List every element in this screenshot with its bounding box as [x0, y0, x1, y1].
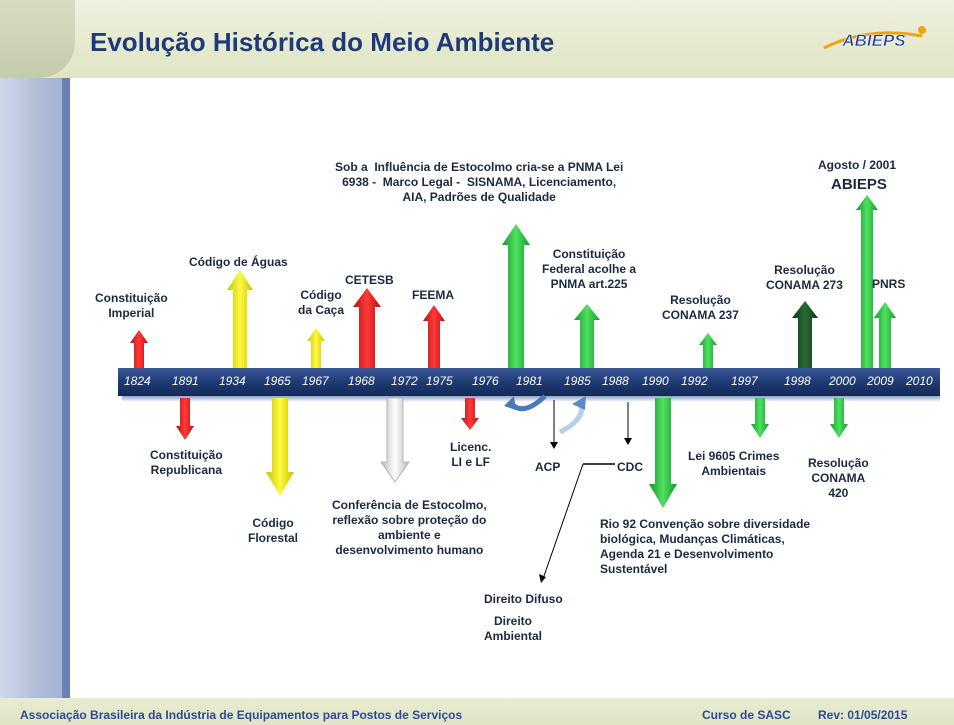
year-label: 2010 [906, 374, 933, 388]
curved-arrow-left-head [504, 396, 516, 410]
year-label: 1934 [219, 374, 246, 388]
label-conferencia-estocolmo: Conferência de Estocolmo, reflexão sobre… [332, 498, 487, 557]
label-cdc: CDC [617, 460, 643, 474]
year-label: 1985 [564, 374, 591, 388]
arrow-up-1967 [307, 328, 325, 368]
arrow-up-1981 [502, 224, 530, 368]
label-direito-ambiental: Direito Ambiental [484, 614, 543, 643]
footer-course: Curso de SASC [702, 708, 791, 722]
year-label: 1891 [172, 374, 199, 388]
label-resolucao-273: Resolução CONAMA 273 [766, 263, 843, 292]
curved-arrow-right-head [572, 396, 586, 410]
label-codigo-caca: Código da Caça [298, 288, 345, 317]
label-pnrs: PNRS [872, 277, 906, 291]
corner-tab [0, 0, 75, 78]
year-label: 1968 [348, 374, 375, 388]
abieps-logo: ABIEPS [823, 26, 926, 50]
label-cetesb: CETESB [345, 273, 394, 287]
year-label: 1967 [302, 374, 329, 388]
year-label: 2000 [829, 374, 856, 388]
year-label: 1992 [681, 374, 708, 388]
label-constituicao-imperial: Constituição Imperial [95, 291, 168, 320]
line-difuso-head [539, 574, 546, 583]
arrow-down-1976 [461, 398, 479, 430]
label-codigo-aguas: Código de Águas [189, 255, 288, 269]
timeline-band-shadow [122, 396, 940, 402]
sidebar-stripe [62, 78, 70, 698]
label-direito-difuso: Direito Difuso [484, 592, 563, 606]
arrow-down-1972 [380, 397, 410, 483]
arrow-up-1975 [423, 305, 445, 368]
header-bar [0, 0, 954, 78]
label-pnma: Sob a Influência de Estocolmo cria-se a … [335, 160, 624, 204]
arrow-down-1891 [176, 398, 194, 440]
year-label: 1997 [731, 374, 758, 388]
year-label: 1972 [391, 374, 418, 388]
arrow-up-1934 [227, 270, 253, 368]
year-label: 1990 [642, 374, 669, 388]
arrow-down-2000 [830, 398, 848, 438]
timeline-band [118, 368, 940, 396]
year-label: 1981 [516, 374, 543, 388]
arrow-up-1968 [353, 288, 381, 368]
arrow-up-2009 [874, 302, 896, 368]
footer-bar: Associação Brasileira da Indústria de Eq… [0, 698, 954, 725]
label-constituicao-republicana: Constituição Republicana [150, 448, 223, 477]
arrow-down-1990 [649, 398, 677, 508]
arrow-up-2001 [856, 195, 878, 368]
year-label: 1988 [602, 374, 629, 388]
footer-rev: Rev: 01/05/2015 [818, 708, 908, 722]
slide-title: Evolução Histórica do Meio Ambiente [90, 27, 555, 57]
label-resolucao-237: Resolução CONAMA 237 [662, 293, 739, 322]
year-label: 1998 [784, 374, 811, 388]
arrow-up-1824 [130, 330, 148, 368]
line-difuso [543, 463, 584, 577]
left-sidebar [0, 78, 70, 698]
label-agosto-2001: Agosto / 2001 [818, 158, 897, 172]
line-acp-head [550, 442, 558, 449]
arrow-up-1985 [574, 304, 600, 368]
label-acp: ACP [535, 460, 561, 474]
year-label: 1976 [472, 374, 499, 388]
label-constituicao-federal: Constituição Federal acolhe a PNMA art.2… [542, 247, 637, 291]
line-cdc-head [624, 438, 632, 445]
label-rio-92: Rio 92 Convenção sobre diversidade bioló… [600, 517, 811, 576]
arrow-up-1992 [699, 333, 717, 368]
year-label: 1975 [426, 374, 453, 388]
year-label: 2009 [867, 374, 894, 388]
label-codigo-florestal: Código Florestal [248, 516, 299, 545]
arrow-down-1997 [751, 398, 769, 438]
label-feema: FEEMA [412, 288, 454, 302]
year-label: 1824 [124, 374, 151, 388]
arrow-down-1965 [266, 398, 294, 496]
label-licenciamento: Licenc. LI e LF [450, 440, 492, 469]
arrow-up-1998 [792, 301, 818, 368]
label-abieps: ABIEPS [831, 176, 887, 193]
year-label: 1965 [264, 374, 291, 388]
label-lei-9605: Lei 9605 Crimes Ambientais [688, 449, 780, 478]
logo-wordmark: ABIEPS [841, 31, 906, 50]
footer-association: Associação Brasileira da Indústria de Eq… [20, 708, 463, 722]
label-resolucao-420: Resolução CONAMA 420 [808, 456, 869, 500]
